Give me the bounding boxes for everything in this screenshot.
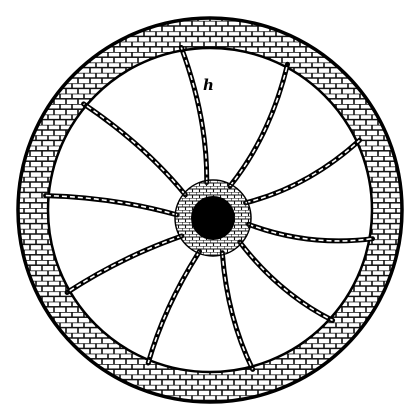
radial-plate bbox=[230, 64, 288, 186]
radial-plate bbox=[249, 224, 373, 241]
radial-plate bbox=[84, 104, 186, 195]
radial-plate bbox=[46, 196, 178, 215]
radial-plate bbox=[240, 242, 333, 320]
radial-plate-cells bbox=[222, 253, 252, 370]
radial-plate-cells bbox=[230, 64, 288, 186]
radial-plate bbox=[181, 48, 206, 183]
dark-central-mass bbox=[191, 196, 235, 240]
chamber-label-h: h bbox=[203, 76, 214, 94]
central-core bbox=[175, 180, 251, 256]
radial-plate bbox=[246, 140, 360, 203]
radial-plate bbox=[222, 253, 252, 370]
radial-plate bbox=[148, 251, 199, 363]
radial-plate bbox=[67, 236, 182, 293]
radial-plate-cells bbox=[246, 140, 360, 203]
radial-plate-cells bbox=[240, 242, 333, 320]
